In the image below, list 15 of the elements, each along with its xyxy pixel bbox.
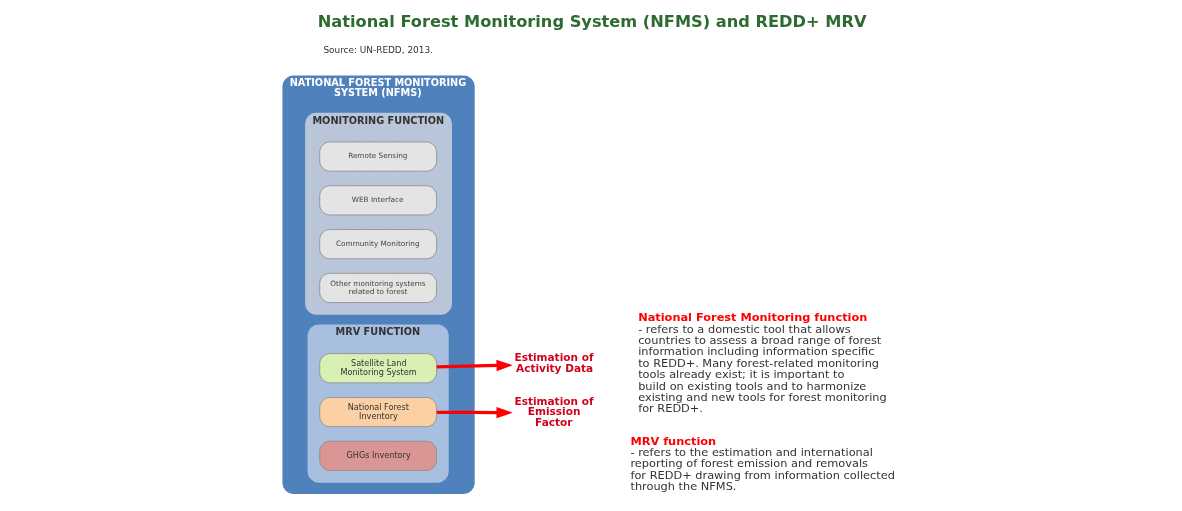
label: National Forest Monitoring function - refers to a domestic tool that allows countries to assess a broad range of forest information including information specific to REDD+. Many forest-related monitoring tools already exist; it is important to build on existing tools and to harmonize existing and new tools for forest monitoring for REDD+. <box>637 310 887 416</box>
node-box: National Forest Inventory <box>318 397 437 428</box>
node-box: Community Monitoring <box>318 229 437 260</box>
node-box: Satellite Land Monitoring System <box>318 353 437 384</box>
label: Source: UN-REDD, 2013. <box>322 44 433 55</box>
arrow <box>436 359 513 372</box>
node-box: Other monitoring systems related to forest <box>318 272 437 303</box>
label: MRV function - refers to the estimation and international reporting of forest emission and removals for REDD+ drawing from information collected through the NFMS. <box>629 433 895 494</box>
diagram-title: National Forest Monitoring System (NFMS) and REDD+ MRV <box>317 11 866 31</box>
node-text: Estimation of Activity Data <box>513 351 593 374</box>
node-text: Estimation of Emission Factor <box>513 394 593 428</box>
node-box: GHGs Inventory <box>318 440 437 471</box>
node-box: Remote Sensing <box>318 141 437 172</box>
arrow <box>436 406 513 419</box>
node-box: WEB Interface <box>318 185 437 216</box>
